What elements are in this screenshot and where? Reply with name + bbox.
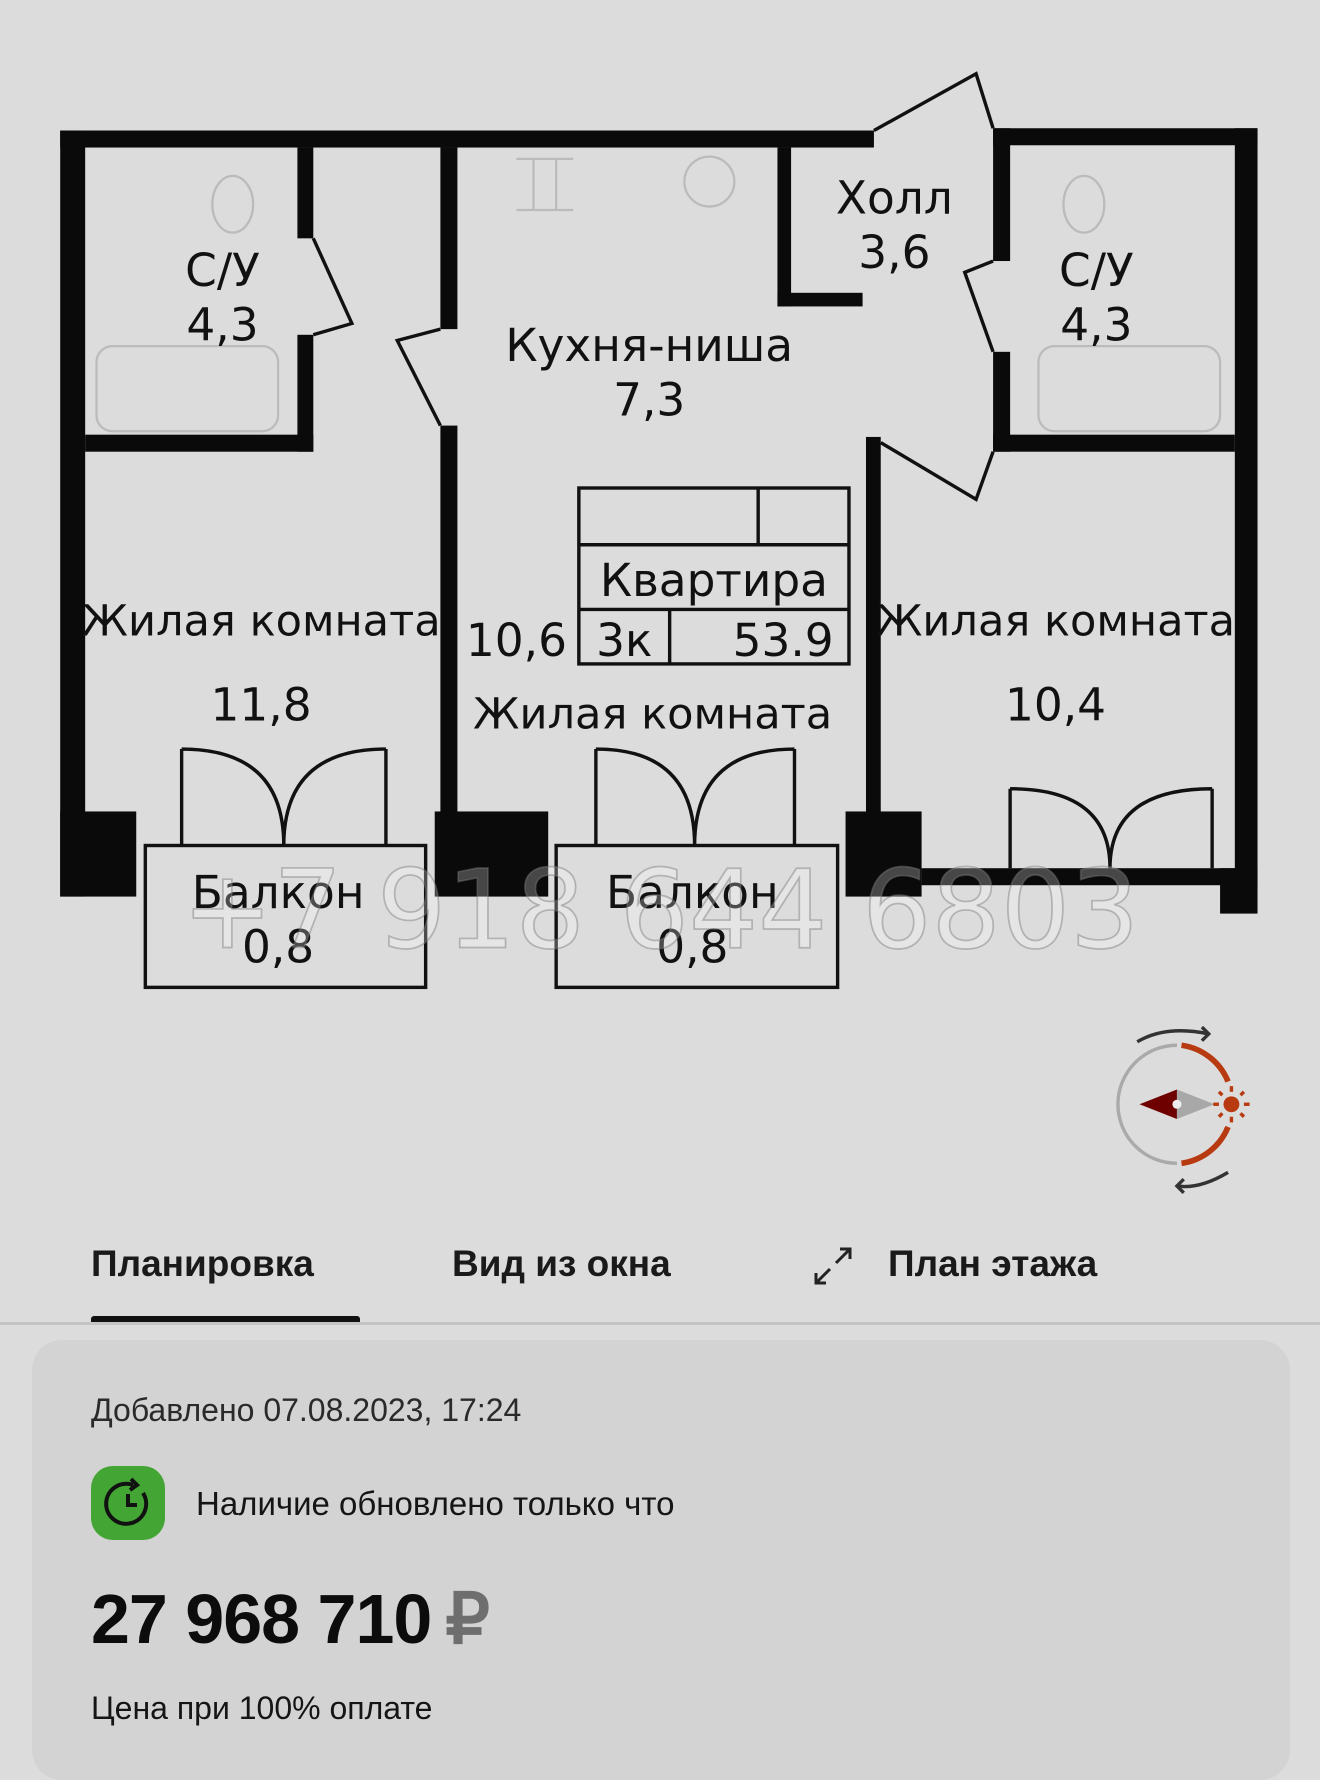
price-caption: Цена при 100% оплате	[91, 1690, 433, 1726]
summary-table	[577, 486, 851, 666]
room-wc-left-area: 4,3	[186, 298, 258, 351]
added-date: Добавлено 07.08.2023, 17:24	[91, 1392, 522, 1428]
room-right-area: 10,4	[1005, 679, 1106, 732]
tab-floor-plan[interactable]: План этажа	[888, 1243, 1098, 1284]
clock-refresh-icon	[91, 1466, 165, 1540]
tab-window-view[interactable]: Вид из окна	[452, 1243, 671, 1284]
balcony-middle-area: 0,8	[656, 920, 728, 973]
room-kitchen-name: Кухня-ниша	[505, 319, 793, 372]
summary-type: 3к	[596, 614, 652, 667]
room-left-name: Жилая комната	[82, 597, 441, 647]
room-kitchen-area: 7,3	[613, 373, 685, 426]
room-wc-right-name: С/У	[1059, 244, 1134, 297]
room-wc-left-name: С/У	[185, 244, 260, 297]
balcony-left-area: 0,8	[242, 920, 314, 973]
price: 27 968 710₽	[91, 1578, 490, 1660]
room-middle-name: Жилая комната	[473, 690, 832, 740]
summary-area: 53.9	[733, 614, 834, 667]
doors	[143, 71, 1214, 990]
room-left-area: 11,8	[211, 679, 312, 732]
active-tab-indicator	[91, 1316, 360, 1322]
balcony-middle-name: Балкон	[606, 866, 779, 919]
tabs-divider	[0, 1322, 1320, 1325]
phone-watermark: +7 918 644 6803	[182, 847, 1140, 974]
fixtures	[95, 155, 1222, 433]
room-hall-area: 3,6	[858, 226, 930, 279]
walls	[60, 128, 1258, 914]
tab-layout[interactable]: Планировка	[91, 1243, 314, 1284]
expand-icon[interactable]	[812, 1245, 854, 1287]
info-card: Добавлено 07.08.2023, 17:24 Наличие обно…	[32, 1340, 1290, 1780]
room-wc-right-area: 4,3	[1060, 298, 1132, 351]
room-middle-area: 10,6	[466, 614, 567, 667]
floor-plan[interactable]: Квартира 3к 53.9 С/У 4,3 Кухня-ниша 7,3 …	[0, 0, 1320, 1203]
currency-symbol: ₽	[445, 1580, 490, 1658]
balcony-left-name: Балкон	[192, 866, 365, 919]
price-value: 27 968 710	[91, 1580, 432, 1658]
availability-status: Наличие обновлено только что	[196, 1485, 675, 1522]
room-hall-name: Холл	[836, 171, 953, 224]
summary-title: Квартира	[600, 554, 828, 607]
compass-icon[interactable]	[1116, 1025, 1250, 1194]
room-right-name: Жилая комната	[876, 597, 1235, 647]
